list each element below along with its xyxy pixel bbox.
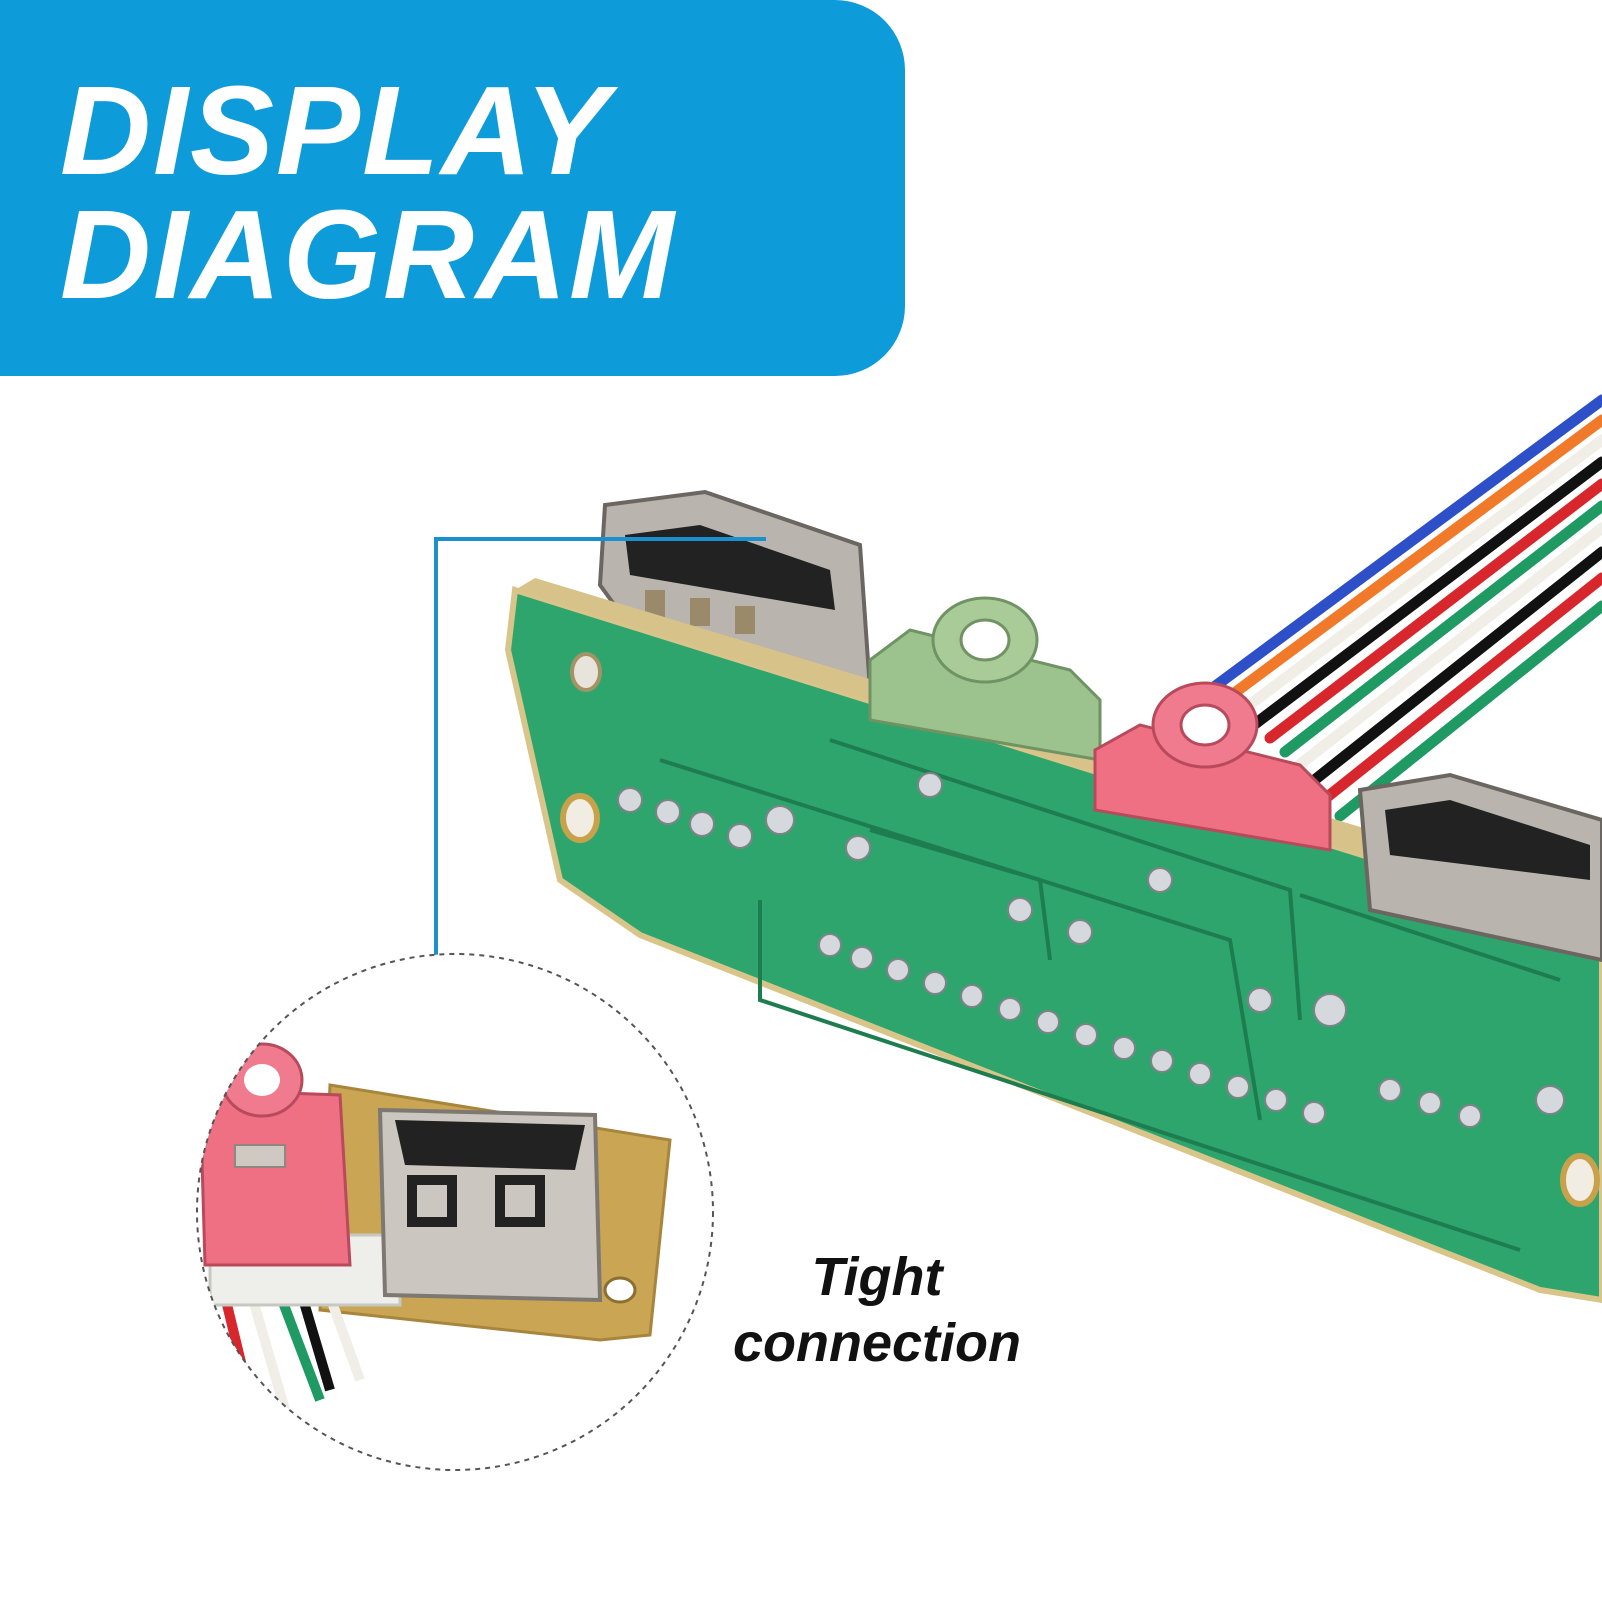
pcb-board — [504, 586, 1602, 1304]
usb-port — [1357, 772, 1602, 963]
pcb-traces — [659, 738, 1561, 1252]
ribbon-cable — [1204, 394, 1602, 822]
callout-line — [434, 537, 766, 955]
banner-title-line-2: DIAGRAM — [60, 184, 676, 325]
audio-jack-pink — [1093, 681, 1332, 852]
callout-caption-line-1: Tight — [811, 1247, 943, 1307]
banner-title-line-1: DISPLAY — [60, 60, 611, 201]
audio-jack-green — [868, 596, 1102, 762]
mounting-hole — [560, 652, 1600, 1207]
title-banner: DISPLAY DIAGRAM — [0, 0, 905, 376]
zoom-circle — [196, 953, 714, 1471]
callout-caption-line-2: connection — [732, 1313, 1021, 1373]
solder-joints — [617, 772, 1565, 1128]
